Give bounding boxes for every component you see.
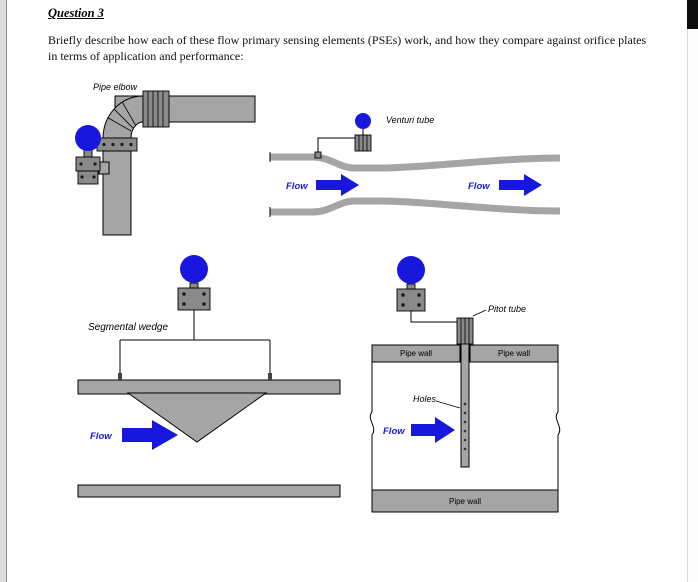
tube-holes	[463, 402, 467, 451]
impulse-line	[317, 137, 355, 155]
inlet-tap	[314, 151, 322, 159]
gauge-neck	[83, 149, 93, 158]
pipe-elbow-diagram: Pipe elbow	[75, 82, 256, 236]
impulse-line	[410, 311, 458, 323]
fitting-ribs	[358, 135, 368, 151]
fitting-bolts	[401, 293, 421, 307]
transmitter-fitting	[177, 287, 211, 311]
flange-bolts	[102, 142, 133, 147]
pipe-wall-label-right: Pipe wall	[498, 349, 530, 358]
pipe-wall-label-bottom: Pipe wall	[449, 497, 481, 506]
fitting-bolts	[79, 162, 97, 179]
pitot-title: Pitot tube	[488, 304, 526, 314]
flow-arrow-icon	[499, 174, 542, 196]
impulse-lines	[119, 310, 271, 380]
pipe-coupling	[142, 90, 170, 128]
transmitter-fitting	[396, 288, 426, 312]
page-edge	[0, 0, 7, 582]
elbow-hatching	[107, 102, 137, 132]
scrollbar-thumb[interactable]	[687, 0, 698, 29]
pressure-gauge-icon	[75, 125, 101, 151]
wedge	[126, 392, 268, 443]
flow-label: Flow	[383, 426, 405, 437]
holes-pointer	[435, 400, 461, 409]
pressure-gauge-icon	[355, 113, 371, 129]
venturi-diagram: Venturi tube Flow Flow	[269, 113, 561, 217]
pressure-gauge-icon	[397, 256, 425, 284]
segmental-wedge-diagram: Segmental wedge Flow	[77, 255, 341, 498]
flow-arrow-icon	[316, 174, 359, 196]
pitot-tube	[460, 331, 470, 468]
top-pipe-wall-left	[371, 344, 461, 363]
top-pipe-wall	[77, 379, 341, 395]
flow-arrow-icon	[122, 420, 178, 450]
pipe-wall-label-left: Pipe wall	[400, 349, 432, 358]
question-heading: Question 3	[48, 6, 104, 20]
gauge-connector	[98, 161, 110, 175]
pipe-elbow-title: Pipe elbow	[93, 82, 138, 92]
venturi-bottom-wall	[270, 197, 561, 216]
pitot-tube-diagram: Pipe wall Pipe wall Pipe wall Holes Pito…	[369, 256, 561, 513]
fitting-bolts	[182, 292, 206, 306]
right-break-line	[555, 362, 561, 490]
bottom-pipe-wall	[77, 484, 341, 498]
title-pointer	[472, 309, 487, 317]
flow-label: Flow	[90, 431, 112, 442]
flow-label-right: Flow	[468, 181, 490, 192]
scrollbar-track[interactable]	[687, 0, 698, 582]
left-break-line	[369, 362, 375, 490]
gauge-neck	[406, 283, 416, 290]
elbow-bend	[102, 95, 144, 139]
holes-label: Holes	[413, 394, 437, 404]
question-text: Briefly describe how each of these flow …	[48, 33, 647, 63]
venturi-title: Venturi tube	[386, 115, 434, 125]
flow-arrow-icon	[411, 417, 455, 443]
flow-label-left: Flow	[286, 181, 308, 192]
bottom-pipe-wall	[371, 489, 559, 513]
vertical-pipe	[102, 150, 132, 236]
gland-ribs	[460, 318, 470, 344]
top-pipe-wall-right	[469, 344, 559, 363]
venturi-top-wall	[270, 153, 561, 172]
coupling-ribs	[147, 91, 164, 127]
segmental-wedge-title: Segmental wedge	[88, 322, 168, 333]
gauge-neck	[189, 282, 199, 289]
gauge-fitting-lower	[77, 170, 99, 185]
pressure-gauge-icon	[180, 255, 208, 283]
